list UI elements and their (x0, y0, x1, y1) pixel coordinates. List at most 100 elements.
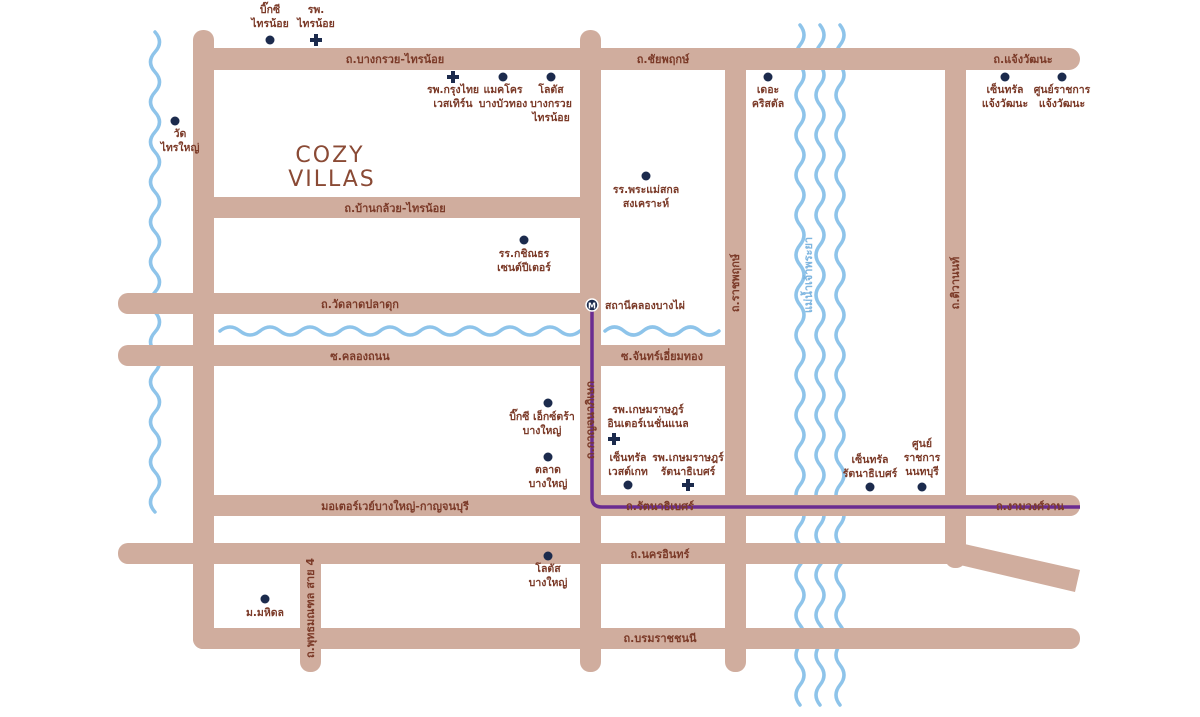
road-tiwanon (945, 48, 966, 568)
road-label: ถ.กาญจนาภิเษก (584, 381, 597, 459)
poi-label: รร.กชิณธร (499, 248, 550, 260)
poi-label: แจ้งวัฒนะ (982, 97, 1028, 110)
poi-label: เซ็นทรัล (987, 82, 1024, 96)
road-label: ถ.งามวงศ์วาน (996, 500, 1065, 513)
poi-label: บางบัวทอง (479, 98, 528, 110)
location-dot-icon (260, 594, 270, 604)
road-borommaratchachonnani (193, 628, 1080, 649)
river-wave (814, 23, 826, 707)
location-dot-icon (865, 482, 875, 492)
poi-label: ตลาด (535, 464, 561, 476)
road-label: ซ.จันทร์เอี่ยมทอง (621, 348, 703, 363)
canal-wave (603, 325, 721, 337)
location-dot-icon (498, 72, 508, 82)
location-dot-icon (1057, 72, 1067, 82)
poi-label: เดอะ (757, 84, 779, 96)
location-dot-icon (170, 116, 180, 126)
poi-label: เซนต์ปีเตอร์ (497, 261, 551, 274)
poi-1[interactable]: รพ.ไทรน้อย (296, 4, 335, 46)
road-label: ถ.บรมราชชนนี (623, 632, 697, 645)
road-bankluai-sainoi (193, 197, 600, 218)
poi-label: บิ๊กซี (260, 1, 280, 16)
poi-label: แจ้งวัฒนะ (1039, 97, 1085, 110)
road-nakhon-in (118, 543, 965, 564)
poi-label: สงเคราะห์ (623, 197, 669, 210)
river-wave (148, 30, 162, 514)
poi-label: บางใหญ่ (529, 476, 568, 490)
logo-line1: COZY (295, 143, 364, 168)
poi-19[interactable]: ม.มหิดล (246, 594, 284, 620)
road-left-vertical (193, 30, 214, 649)
poi-label: ไทรน้อย (296, 17, 334, 30)
logo-line2: VILLAS (288, 167, 376, 192)
road-label: ถ.บ้านกล้วย-ไทรน้อย (344, 201, 445, 215)
poi-label: ไทรน้อย (250, 17, 288, 30)
poi-label: รพ. (308, 4, 325, 16)
poi-label: แมคโคร (483, 83, 522, 96)
poi-label: รัตนาธิเบศร์ (843, 467, 898, 480)
road-label: ถ.บางกรวย-ไทรน้อย (346, 52, 444, 66)
poi-label: ม.มหิดล (246, 607, 284, 619)
station-label: สถานีคลองบางไผ่ (605, 299, 685, 312)
poi-label: โลตัส (537, 83, 564, 96)
poi-label: รัตนาธิเบศร์ (661, 465, 716, 478)
road-diagonal (960, 543, 1080, 592)
road-label: ถ.ชัยพฤกษ์ (637, 53, 690, 66)
road-network (118, 30, 1080, 672)
road-label: ถ.นครอินทร์ (631, 548, 690, 561)
road-label: ถ.รัตนาธิเบศร์ (626, 500, 694, 513)
poi-14[interactable]: เซ็นทรัลแจ้งวัฒนะ (982, 72, 1028, 111)
location-dot-icon (519, 235, 529, 245)
poi-10[interactable]: รพ.เกษมราษฎร์อินเตอร์เนชั่นแนล (607, 403, 689, 445)
road-ratchaphruek (725, 48, 746, 672)
road-label: มอเตอร์เวย์บางใหญ่-กาญจนบุรี (321, 499, 469, 514)
location-dot-icon (1000, 72, 1010, 82)
hospital-cross-icon (608, 433, 620, 445)
hospital-cross-icon (682, 479, 694, 491)
poi-label: คริสตัล (752, 98, 784, 110)
hospital-cross-icon (310, 34, 322, 46)
location-dot-icon (543, 398, 553, 408)
poi-label: เวสต์เกท (608, 465, 648, 478)
road-label: ถ.ราชพฤกษ์ (729, 253, 742, 312)
water-layer (148, 23, 846, 707)
poi-label: รพ.เกษมราษฎร์ (652, 451, 724, 464)
road-label: ซ.คลองถนน (330, 350, 390, 363)
poi-label: บิ๊กซี เอ็กซ์ตร้า (509, 408, 575, 423)
poi-layer: บิ๊กซีไทรน้อยรพ.ไทรน้อยรพ.กรุงไทยเวสเทิร… (160, 1, 1091, 619)
poi-0[interactable]: บิ๊กซีไทรน้อย (250, 1, 289, 45)
location-dot-icon (265, 35, 275, 45)
poi-label: เวสเทิร์น (433, 97, 473, 110)
poi-16[interactable]: เซ็นทรัลรัตนาธิเบศร์ (843, 452, 898, 492)
location-dot-icon (546, 72, 556, 82)
road-phutthamonthon-4 (300, 543, 321, 672)
poi-label: รร.พระแม่สกล (613, 184, 679, 196)
station-khlong-bang-phai[interactable]: M สถานีคลองบางไผ่ (585, 298, 685, 312)
poi-label: ศูนย์ (912, 437, 932, 451)
road-bangkruai-sainoi (193, 48, 1080, 70)
poi-label: บางใหญ่ (529, 575, 568, 589)
poi-label: นนทบุรี (905, 465, 939, 479)
road-wat-lat-pladuk (118, 293, 600, 314)
poi-label: อินเตอร์เนชั่นแนล (607, 415, 689, 430)
poi-12[interactable]: รพ.เกษมราษฎร์รัตนาธิเบศร์ (652, 451, 724, 491)
poi-label: เซ็นทรัล (610, 450, 647, 464)
poi-label: ไทรใหญ่ (160, 140, 200, 154)
poi-label: ไทรน้อย (531, 111, 569, 124)
location-dot-icon (543, 452, 553, 462)
canal-wave (218, 325, 582, 337)
river-label: แม่น้ำเจ้าพระยา (800, 237, 815, 313)
